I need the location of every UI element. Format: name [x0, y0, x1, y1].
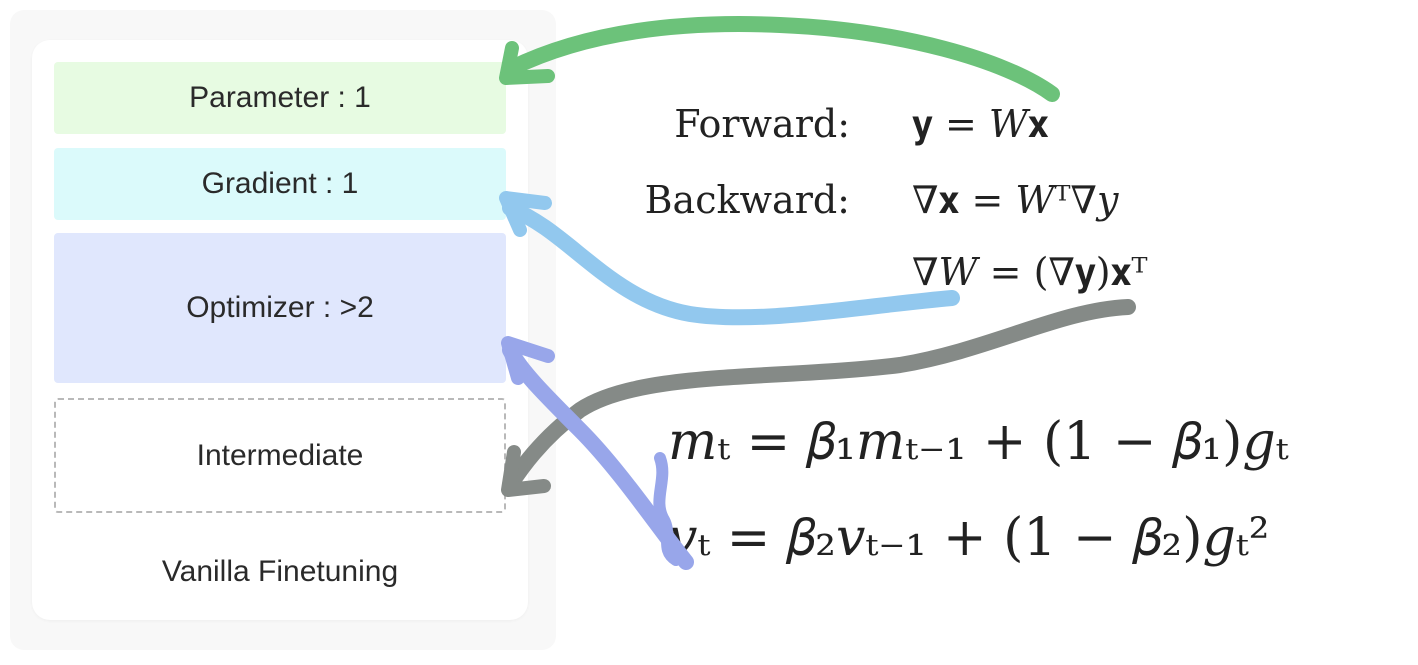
green-arrow [504, 16, 1060, 102]
adam-second-moment-equation: 𝑣ₜ = 𝛽₂𝑣ₜ₋₁ + (1 − 𝛽₂)𝑔ₜ² [668, 508, 1270, 568]
intermediate-box: Intermediate [54, 398, 506, 513]
optimizer-box: Optimizer : >2 [54, 233, 506, 383]
backward-equation-weight: ∇𝑊 = (∇𝐲)𝐱ᵀ [912, 250, 1148, 294]
panel-caption: Vanilla Finetuning [161, 555, 399, 588]
intermediate-label: Intermediate [196, 438, 364, 472]
backward-equation-input: ∇𝐱 = 𝑊ᵀ∇𝑦 [912, 178, 1119, 222]
green-arrowhead [499, 41, 555, 85]
forward-label: Forward: [674, 102, 850, 146]
gradient-label: Gradient : 1 [201, 167, 359, 200]
parameter-box: Parameter : 1 [54, 62, 506, 134]
forward-equation: 𝐲 = 𝑊𝐱 [912, 102, 1049, 146]
backward-label: Backward: [644, 178, 850, 222]
blue-arrowhead [499, 191, 552, 237]
purple-arrowhead [501, 336, 555, 385]
gray-arrowhead [501, 445, 551, 497]
purple-arrow-squiggle [653, 452, 682, 566]
gray-arrow [502, 299, 1136, 493]
optimizer-label: Optimizer : >2 [186, 291, 374, 324]
gradient-box: Gradient : 1 [54, 148, 506, 220]
blue-arrow [502, 200, 960, 326]
parameter-label: Parameter : 1 [189, 81, 371, 114]
adam-first-moment-equation: 𝑚ₜ = 𝛽₁𝑚ₜ₋₁ + (1 − 𝛽₁)𝑔ₜ [668, 412, 1289, 472]
